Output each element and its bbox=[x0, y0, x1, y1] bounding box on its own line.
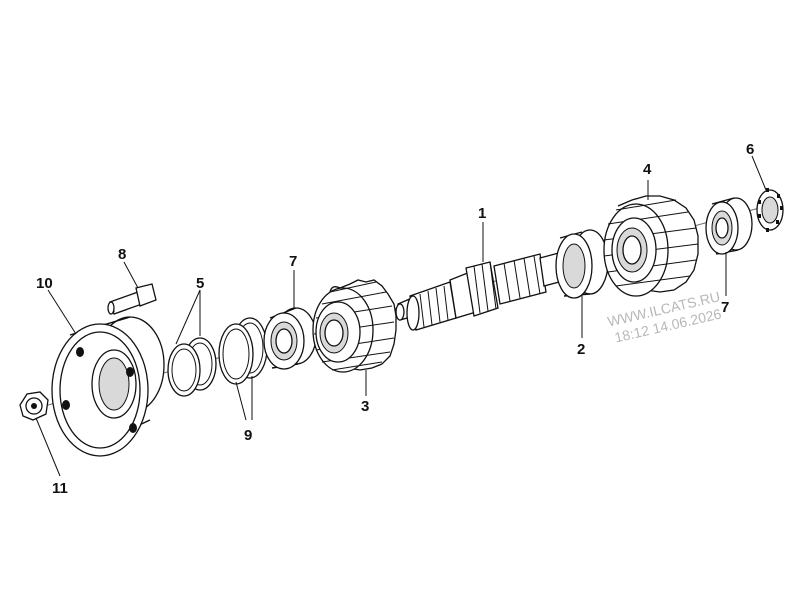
mainshaft bbox=[395, 249, 578, 331]
seal-rings bbox=[167, 337, 217, 397]
callout-7-left: 7 bbox=[289, 253, 297, 270]
callout-9: 9 bbox=[244, 427, 252, 444]
nut bbox=[19, 391, 49, 421]
callout-10: 10 bbox=[36, 275, 53, 292]
spacer-rings bbox=[218, 317, 268, 385]
bearing-right bbox=[705, 197, 753, 255]
companion-flange bbox=[51, 316, 165, 457]
callout-5: 5 bbox=[196, 275, 204, 292]
callout-8: 8 bbox=[118, 246, 126, 263]
callout-6: 6 bbox=[746, 141, 754, 158]
bearing-left bbox=[263, 307, 317, 370]
callout-4: 4 bbox=[643, 161, 652, 178]
callout-7-right: 7 bbox=[721, 299, 729, 316]
gear-right bbox=[603, 195, 699, 297]
bolt bbox=[107, 283, 157, 315]
gear-left bbox=[312, 279, 397, 373]
callout-2: 2 bbox=[577, 341, 585, 358]
callout-3: 3 bbox=[361, 398, 369, 415]
toothed-lock-nut bbox=[756, 188, 784, 232]
synchro-ring bbox=[555, 229, 609, 299]
callout-1: 1 bbox=[478, 205, 486, 222]
callout-11: 11 bbox=[52, 480, 68, 497]
